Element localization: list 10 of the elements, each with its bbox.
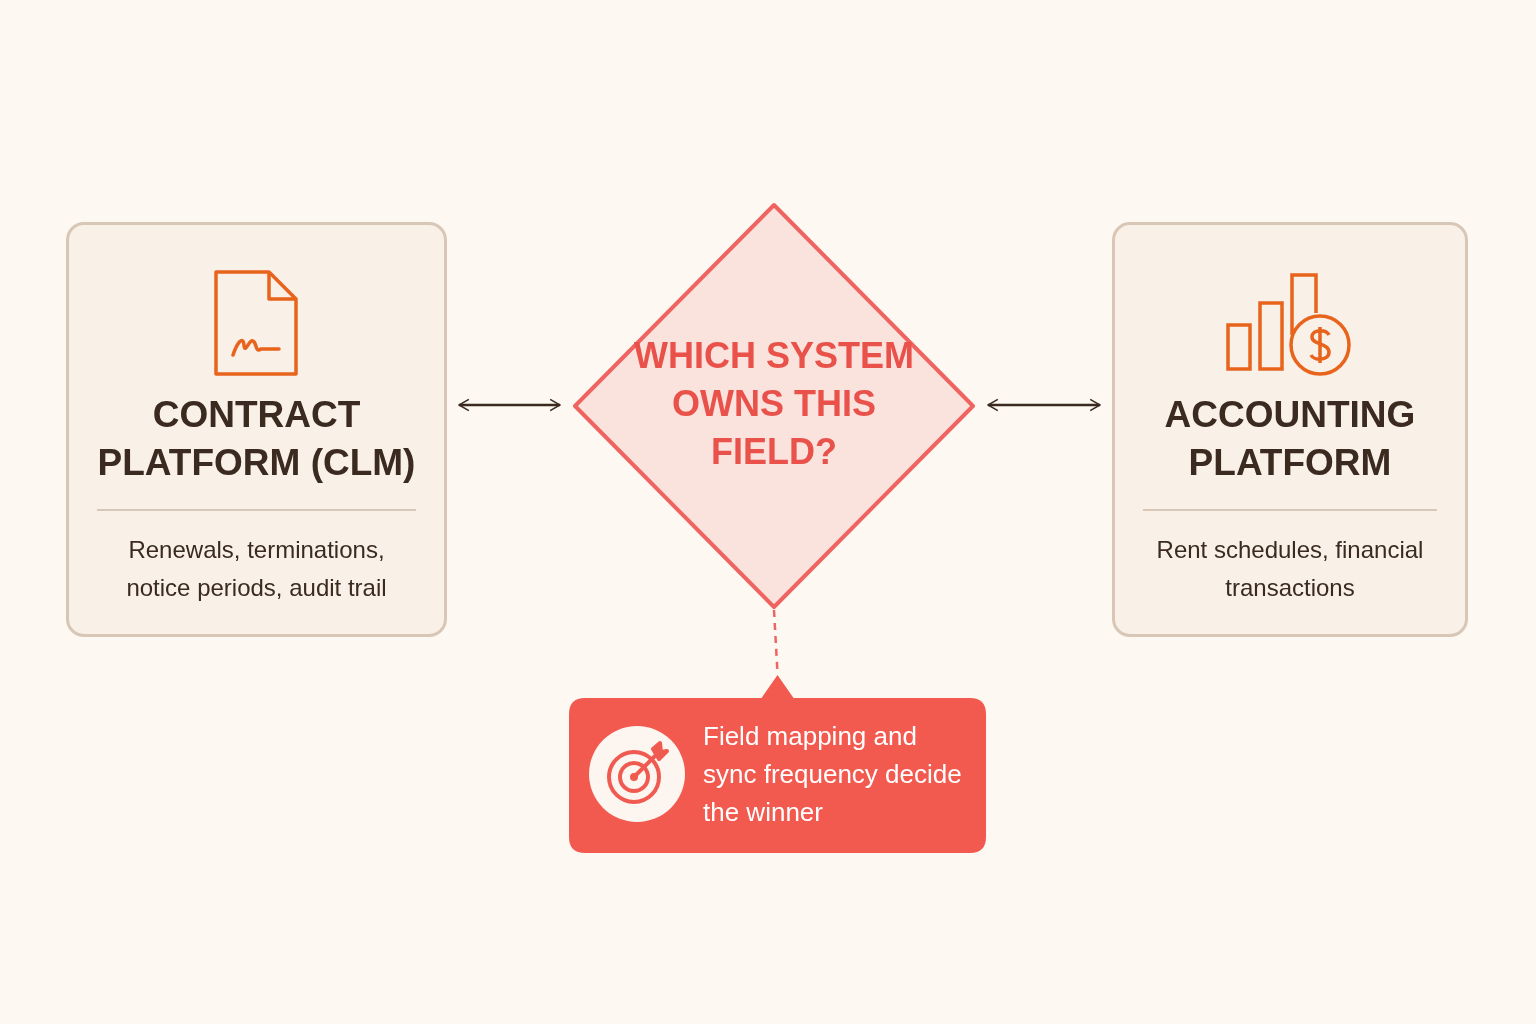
system-card	[66, 222, 447, 637]
card-description: Renewals, terminations, notice periods, audit trail	[125, 535, 388, 603]
card-title: ACCOUNTING PLATFORM	[1163, 393, 1417, 485]
card-description: Rent schedules, financial transactions	[1155, 535, 1425, 603]
decision-question: WHICH SYSTEM OWNS THIS FIELD?	[633, 334, 915, 474]
double-arrow	[458, 398, 561, 412]
system-card	[1112, 222, 1468, 637]
callout-text: Field mapping and sync frequency decide the winner	[703, 720, 963, 829]
card-title: CONTRACT PLATFORM (CLM)	[96, 393, 417, 485]
double-arrow	[987, 398, 1101, 412]
